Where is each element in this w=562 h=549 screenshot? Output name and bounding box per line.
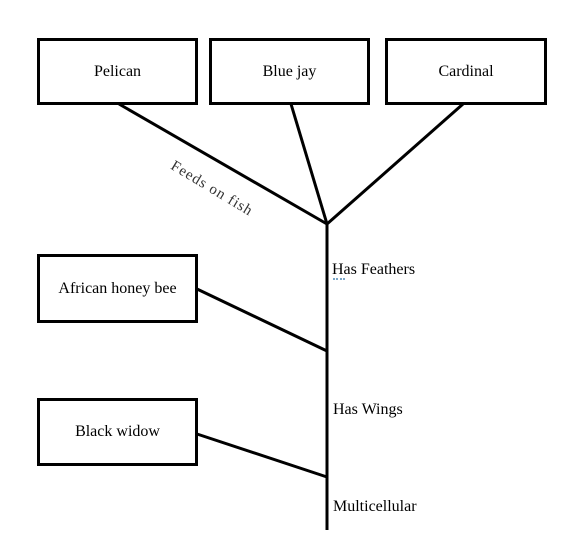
trait-has-wings: Has Wings xyxy=(333,401,403,419)
trait-multicellular: Multicellular xyxy=(333,498,417,516)
cardinal-branch xyxy=(326,102,464,226)
trait-label-has-wings: Has Wings xyxy=(333,401,403,418)
taxon-box-blue-jay: Blue jay xyxy=(209,38,370,105)
black-widow-branch xyxy=(196,432,328,479)
taxon-box-cardinal: Cardinal xyxy=(385,38,547,105)
taxon-label-pelican: Pelican xyxy=(93,62,142,80)
trait-label-multicellular: Multicellular xyxy=(333,498,417,515)
taxon-box-african-honey-bee: African honey bee xyxy=(37,254,198,323)
taxon-label-black-widow: Black widow xyxy=(75,423,160,440)
taxon-box-black-widow: Black widow xyxy=(37,398,198,466)
pelican-branch xyxy=(118,102,328,226)
bee-branch xyxy=(196,287,328,353)
taxon-label-african-honey-bee: African honey bee xyxy=(58,279,177,297)
taxon-label-cardinal: Cardinal xyxy=(438,62,494,80)
taxon-box-pelican: Pelican xyxy=(37,38,198,105)
trait-label-has-feathers: Has Feathers xyxy=(332,261,416,278)
trait-has-feathers: Has Feathers xyxy=(332,261,415,279)
taxon-label-blue-jay: Blue jay xyxy=(262,62,317,80)
blue-jay-branch xyxy=(289,103,329,225)
spellcheck-underline xyxy=(333,277,345,280)
